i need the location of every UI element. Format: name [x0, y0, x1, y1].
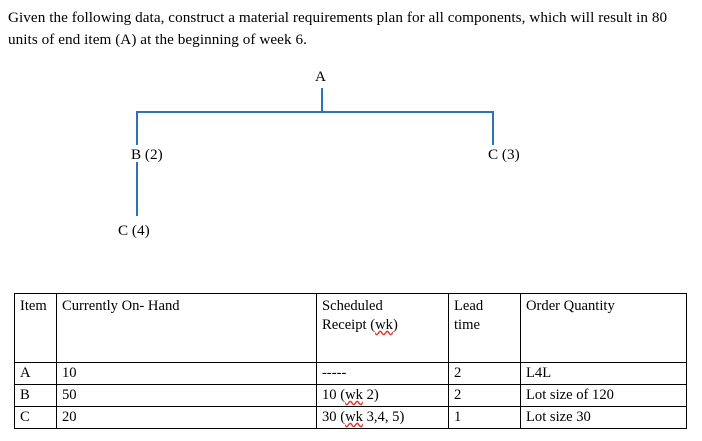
- tree-connector-to-b: [136, 111, 138, 145]
- table-row: B 50 10 (wk 2) 2 Lot size of 120: [14, 384, 687, 407]
- cell-sr-post: 3,4, 5): [362, 409, 405, 425]
- cell-sr-misspelling: wk: [345, 409, 363, 425]
- header-scheduled-receipt-line2-post: ): [392, 317, 398, 333]
- cell-lead-time: 2: [448, 362, 521, 385]
- cell-scheduled-receipt: -----: [316, 362, 449, 385]
- cell-on-hand: 50: [56, 384, 317, 407]
- tree-connector-to-c3: [492, 111, 494, 145]
- item-data-table: Item Currently On- Hand Scheduled Receip…: [14, 293, 687, 429]
- cell-sr-pre: 30 (: [322, 409, 346, 425]
- tree-connector-a-stem: [321, 88, 323, 113]
- cell-on-hand: 20: [56, 406, 317, 429]
- tree-node-a: A: [315, 68, 326, 85]
- header-item: Item: [14, 293, 57, 363]
- cell-order-quantity: Lot size of 120: [520, 384, 687, 407]
- tree-node-c3: C (3): [488, 146, 520, 163]
- header-lead-time-line1: Lead: [454, 298, 484, 314]
- cell-on-hand: 10: [56, 362, 317, 385]
- table-row: C 20 30 (wk 3,4, 5) 1 Lot size 30: [14, 406, 687, 429]
- cell-sr-pre: 10 (: [322, 387, 346, 403]
- header-scheduled-receipt-misspelling: wk: [375, 317, 393, 333]
- cell-item: C: [14, 406, 57, 429]
- cell-lead-time: 1: [448, 406, 521, 429]
- cell-sr-misspelling: wk: [345, 387, 363, 403]
- header-scheduled-receipt-line2-pre: Receipt (: [322, 317, 376, 333]
- cell-order-quantity: Lot size 30: [520, 406, 687, 429]
- header-lead-time-line2: time: [454, 317, 480, 333]
- cell-order-quantity: L4L: [520, 362, 687, 385]
- cell-scheduled-receipt: 10 (wk 2): [316, 384, 449, 407]
- cell-lead-time: 2: [448, 384, 521, 407]
- header-currently-on-hand: Currently On- Hand: [56, 293, 317, 363]
- tree-connector-horizontal: [136, 111, 493, 113]
- tree-node-b: B (2): [131, 146, 163, 163]
- header-scheduled-receipt: Scheduled Receipt (wk): [316, 293, 449, 363]
- cell-sr-post: 2): [362, 387, 379, 403]
- cell-sr-pre: -----: [322, 365, 347, 381]
- bom-tree-diagram: A B (2) C (3) C (4): [118, 68, 520, 239]
- tree-connector-b-to-c4: [136, 162, 138, 216]
- cell-scheduled-receipt: 30 (wk 3,4, 5): [316, 406, 449, 429]
- header-lead-time: Lead time: [448, 293, 521, 363]
- header-order-quantity: Order Quantity: [520, 293, 687, 363]
- table-header-row: Item Currently On- Hand Scheduled Receip…: [14, 293, 687, 363]
- problem-statement: Given the following data, construct a ma…: [8, 9, 668, 48]
- cell-item: B: [14, 384, 57, 407]
- table-row: A 10 ----- 2 L4L: [14, 362, 687, 385]
- tree-node-c4: C (4): [118, 222, 150, 239]
- cell-item: A: [14, 362, 57, 385]
- header-scheduled-receipt-line1: Scheduled: [322, 298, 383, 314]
